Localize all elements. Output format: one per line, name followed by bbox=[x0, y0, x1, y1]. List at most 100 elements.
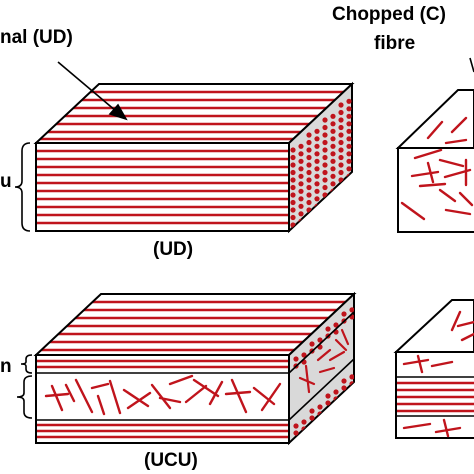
fibre-end-dot bbox=[330, 143, 336, 149]
fibre-end-dot bbox=[290, 154, 296, 161]
fibre-end-dot bbox=[298, 211, 304, 217]
cuc-front-face bbox=[395, 351, 474, 439]
fibre-end-dot bbox=[309, 341, 315, 347]
cuc-block bbox=[393, 299, 474, 439]
fibre-end-dot bbox=[322, 184, 328, 191]
fibre-end-dot bbox=[301, 352, 307, 358]
fibre-end-dot bbox=[330, 128, 336, 134]
fibre-end-dot bbox=[338, 102, 344, 108]
fibre-end-dot bbox=[290, 147, 296, 153]
fibre-end-dot bbox=[330, 121, 336, 127]
fibre-end-dot bbox=[298, 158, 304, 164]
fibre-end-dot bbox=[298, 166, 304, 172]
chopped-fibre-label-line1: Chopped (C) bbox=[332, 4, 446, 25]
fibre-end-dot bbox=[322, 199, 328, 206]
ud-label-arrow bbox=[57, 61, 128, 121]
fibre-end-dot bbox=[301, 419, 307, 425]
fibre-end-dot bbox=[322, 132, 328, 138]
fibre-end-dot bbox=[293, 430, 299, 436]
fibre-end-dot bbox=[346, 136, 352, 142]
fibre-end-dot bbox=[346, 166, 352, 172]
fibre-end-dot bbox=[346, 121, 352, 127]
fibre-end-dot bbox=[309, 415, 315, 421]
fibre-end-dot bbox=[338, 132, 344, 138]
fibre-end-dot bbox=[338, 117, 344, 123]
fibre-end-dot bbox=[290, 162, 296, 168]
fibre-end-dot bbox=[314, 136, 320, 142]
fibre-end-dot bbox=[293, 423, 299, 429]
fibre-end-dot bbox=[325, 393, 331, 399]
ud-top-face-fibres bbox=[36, 90, 352, 141]
ud-orientation-label: nal (UD) bbox=[0, 27, 73, 48]
fibre-end-dot bbox=[338, 184, 344, 191]
fibre-end-dot bbox=[330, 113, 336, 119]
fibre-end-dot bbox=[330, 173, 336, 179]
fibre-end-dot bbox=[330, 158, 336, 164]
ucu-top-ply-brace bbox=[20, 354, 33, 374]
cut-off-label-fragment-1: u bbox=[0, 171, 12, 192]
fibre-end-dot bbox=[341, 385, 347, 391]
fibre-end-dot bbox=[338, 162, 344, 168]
fibre-end-dot bbox=[314, 188, 320, 194]
fibre-end-dot bbox=[290, 192, 296, 198]
fibre-end-dot bbox=[293, 356, 299, 362]
fibre-end-dot bbox=[290, 207, 296, 213]
fibre-end-dot bbox=[338, 154, 344, 161]
fibre-end-dot bbox=[330, 151, 336, 157]
fibre-end-dot bbox=[306, 177, 312, 183]
ucu-front-ud-lines bbox=[37, 359, 288, 439]
fibre-end-dot bbox=[333, 322, 339, 328]
fibre-end-dot bbox=[330, 181, 336, 187]
fibre-end-dot bbox=[290, 184, 296, 191]
fibre-end-dot bbox=[306, 214, 312, 221]
fibre-end-dot bbox=[333, 389, 339, 395]
c-chopped-fibres bbox=[400, 116, 474, 221]
ud-top-face bbox=[36, 84, 352, 143]
chopped-fibre-label-line2: fibre bbox=[374, 33, 416, 54]
fibre-end-dot bbox=[290, 214, 296, 221]
fibre-end-dot bbox=[346, 113, 352, 119]
fibre-end-dot bbox=[322, 169, 328, 176]
fibre-end-dot bbox=[341, 378, 347, 384]
fibre-end-dot bbox=[341, 311, 347, 317]
c-front-face bbox=[397, 147, 474, 233]
fibre-end-dot bbox=[346, 151, 352, 157]
fibre-end-dot bbox=[314, 128, 320, 134]
fibre-end-dot bbox=[314, 158, 320, 164]
fibre-end-dot bbox=[314, 211, 320, 217]
fibre-end-dot bbox=[290, 229, 296, 231]
fibre-end-dot bbox=[325, 326, 331, 332]
fibre-end-dot bbox=[314, 173, 320, 179]
fibre-end-dot bbox=[346, 106, 352, 112]
fibre-end-dot bbox=[317, 337, 323, 343]
fibre-end-dot bbox=[314, 143, 320, 149]
fibre-end-dot bbox=[298, 173, 304, 179]
fibre-end-dot bbox=[322, 162, 328, 168]
fibre-end-dot bbox=[298, 203, 304, 209]
fibre-end-dot bbox=[338, 124, 344, 131]
fibre-end-dot bbox=[322, 154, 328, 161]
fibre-end-dot bbox=[306, 139, 312, 146]
cuc-ply-boundaries bbox=[396, 376, 474, 417]
fibre-end-dot bbox=[338, 139, 344, 146]
fibre-end-dot bbox=[290, 177, 296, 183]
ud-caption: (UD) bbox=[153, 239, 194, 260]
fibre-end-dot bbox=[306, 132, 312, 138]
fibre-end-dot bbox=[314, 196, 320, 202]
ud-thickness-brace bbox=[14, 142, 31, 232]
fibre-end-dot bbox=[298, 218, 304, 224]
ud-block bbox=[33, 81, 355, 234]
fibre-end-dot bbox=[346, 143, 352, 149]
fibre-end-dot bbox=[314, 181, 320, 187]
fibre-end-dot bbox=[306, 147, 312, 153]
fibre-end-dot bbox=[290, 169, 296, 176]
cuc-front-ud-lines bbox=[397, 381, 474, 413]
ucu-chopped-fibres bbox=[44, 374, 282, 416]
c-block bbox=[395, 89, 474, 233]
fibre-end-dot bbox=[306, 199, 312, 206]
ucu-block bbox=[33, 291, 357, 446]
fibre-end-dot bbox=[298, 196, 304, 202]
fibre-end-dot bbox=[338, 169, 344, 176]
cuc-top-face-fibres bbox=[450, 310, 474, 342]
